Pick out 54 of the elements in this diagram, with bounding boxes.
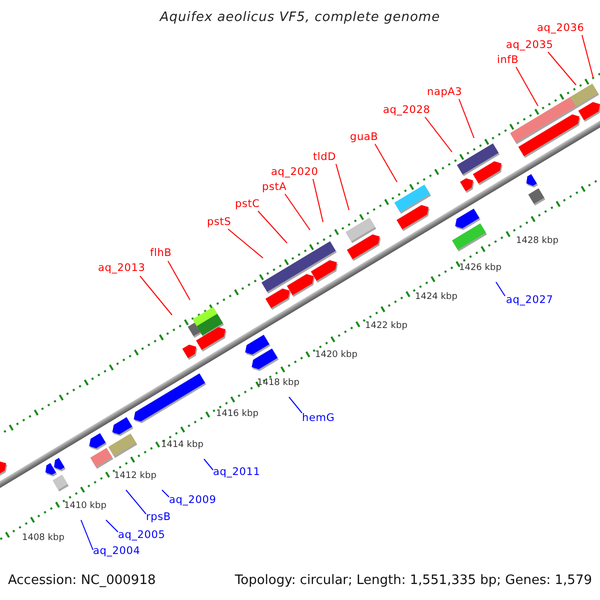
leader-line [204,458,214,470]
leader-line [312,178,324,222]
footer-text: Topology: circular; Length: 1,551,335 bp; Genes: 1,579 [234,573,592,588]
leader-line [516,66,538,106]
position-label: 1412 kbp [114,471,156,482]
gene-label: napA3 [427,86,462,99]
leader-line [374,144,398,182]
gene-label: aq_2004 [93,545,140,558]
gene-label: aq_2035 [506,39,554,52]
leader-line [284,194,310,230]
gene-label: rpsB [146,511,171,524]
gene-label: pstS [207,216,232,229]
leader-line [424,116,452,152]
position-label: 1428 kbp [516,236,558,247]
leader-line [140,276,172,316]
gene-label: infB [497,54,519,67]
leader-line [336,164,350,210]
gene-label: aq_2013 [98,262,146,275]
diagram-title: Aquifex aeolicus VF5, complete genome [158,10,442,25]
gene-label: aq_2011 [213,466,260,479]
leader-line [228,228,264,258]
leader-line [258,210,288,244]
leader-line [582,34,594,78]
leader-line [288,396,302,414]
leader-line [548,52,576,86]
gene-label: pstC [235,198,260,211]
gene-label: aq_2028 [383,104,430,117]
position-label: 1416 kbp [216,409,258,420]
gene-label: pstA [262,181,287,194]
leader-line [162,490,170,498]
gene-label: guaB [350,131,378,144]
leader-line [80,520,94,550]
position-label: 1418 kbp [257,378,300,389]
gene-label: hemG [302,412,335,425]
gene-label: aq_2009 [169,494,216,507]
gene-label: aq_2027 [506,294,554,307]
position-label: 1420 kbp [315,350,358,361]
leader-line [126,490,146,514]
leader-line [458,98,474,138]
position-label: 1408 kbp [22,533,64,544]
position-label: 1414 kbp [161,440,204,451]
footer-text: Accession: NC_000918 [8,573,156,588]
position-label: 1424 kbp [415,292,458,303]
gene-label: flhB [150,247,172,260]
leader-line [106,520,118,532]
leader-line [168,260,190,300]
leader-line [496,282,506,296]
position-label: 1422 kbp [365,321,408,332]
gene-label: tldD [313,151,336,164]
position-label: 1426 kbp [459,263,502,274]
gene-label: aq_2036 [537,22,584,35]
gene-label: aq_2005 [118,529,166,542]
position-label: 1410 kbp [64,501,106,512]
gene-label: aq_2020 [271,166,318,179]
